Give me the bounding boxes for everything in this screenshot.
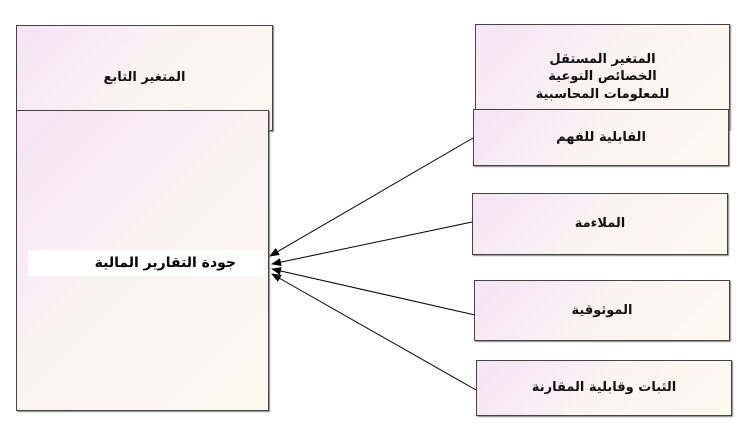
independent-variable-reliability: الموثوقية: [474, 280, 730, 341]
independent-variable-understandability: القابلية للفهم: [473, 109, 729, 166]
independent-variable-label: الموثوقية: [571, 302, 633, 318]
arrow-consistency: [271, 273, 477, 391]
independent-variable-label: القابلية للفهم: [556, 129, 646, 145]
dependent-variable-label: جودة التقارير المالية: [28, 250, 264, 276]
independent-variable-consistency: الثبات وقابلية المقارنة: [476, 360, 732, 416]
independent-variable-label: الملاءمة: [574, 216, 626, 232]
independent-variable-label: الثبات وقابلية المقارنة: [531, 380, 677, 396]
arrow-reliability: [271, 267, 476, 316]
independent-header-line-1: المتغير المستقل: [549, 51, 656, 67]
independent-header-line-3: للمعلومات المحاسبية: [535, 86, 670, 102]
arrow-relevance: [271, 221, 473, 267]
independent-variable-relevance: الملاءمة: [472, 193, 728, 255]
dependent-header-label: المتغير التابع: [103, 70, 186, 86]
arrow-understandability: [269, 137, 474, 257]
independent-header-line-2: الخصائص النوعية: [548, 69, 657, 85]
